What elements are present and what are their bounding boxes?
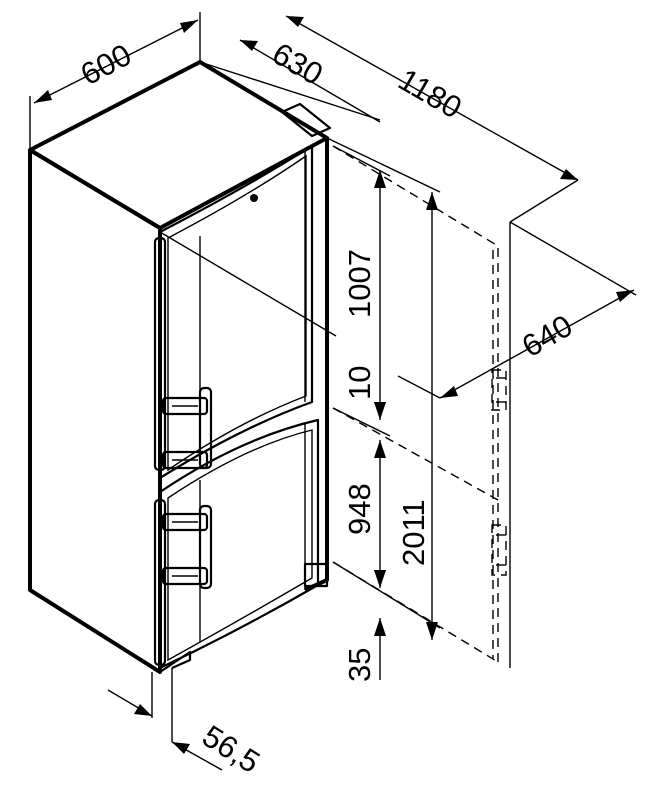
label-depth-door: 1180: [393, 62, 468, 126]
niche-hinge-lower: [491, 524, 507, 576]
niche-hinge-upper: [491, 369, 507, 411]
label-depth: 630: [267, 36, 329, 92]
lower-door: [153, 418, 320, 670]
label-lower-height: 948: [342, 483, 377, 535]
label-niche-depth: 640: [516, 308, 578, 364]
door-indicator-dot: [250, 194, 258, 202]
label-side-offset: 56,5: [196, 718, 266, 780]
label-upper-height: 1007: [342, 249, 377, 318]
dim-line-niche-depth: [439, 289, 635, 399]
upper-door-handle: [161, 386, 213, 470]
dim-line-depth-door: [285, 15, 579, 181]
fridge-body: [28, 60, 332, 674]
label-gap: 10: [342, 366, 377, 400]
extension-lines: [29, 12, 441, 742]
lower-door-handle: [161, 504, 213, 590]
door-handles: [161, 386, 213, 590]
label-total-height: 2011: [396, 499, 431, 566]
fridge-base: [159, 562, 329, 673]
dimension-lines: [33, 15, 635, 771]
dim-line-depth: [239, 39, 381, 123]
dim-line-width: [33, 19, 199, 104]
label-foot-height: 35: [342, 648, 377, 682]
upper-door: [153, 144, 314, 480]
label-width: 600: [75, 37, 137, 92]
